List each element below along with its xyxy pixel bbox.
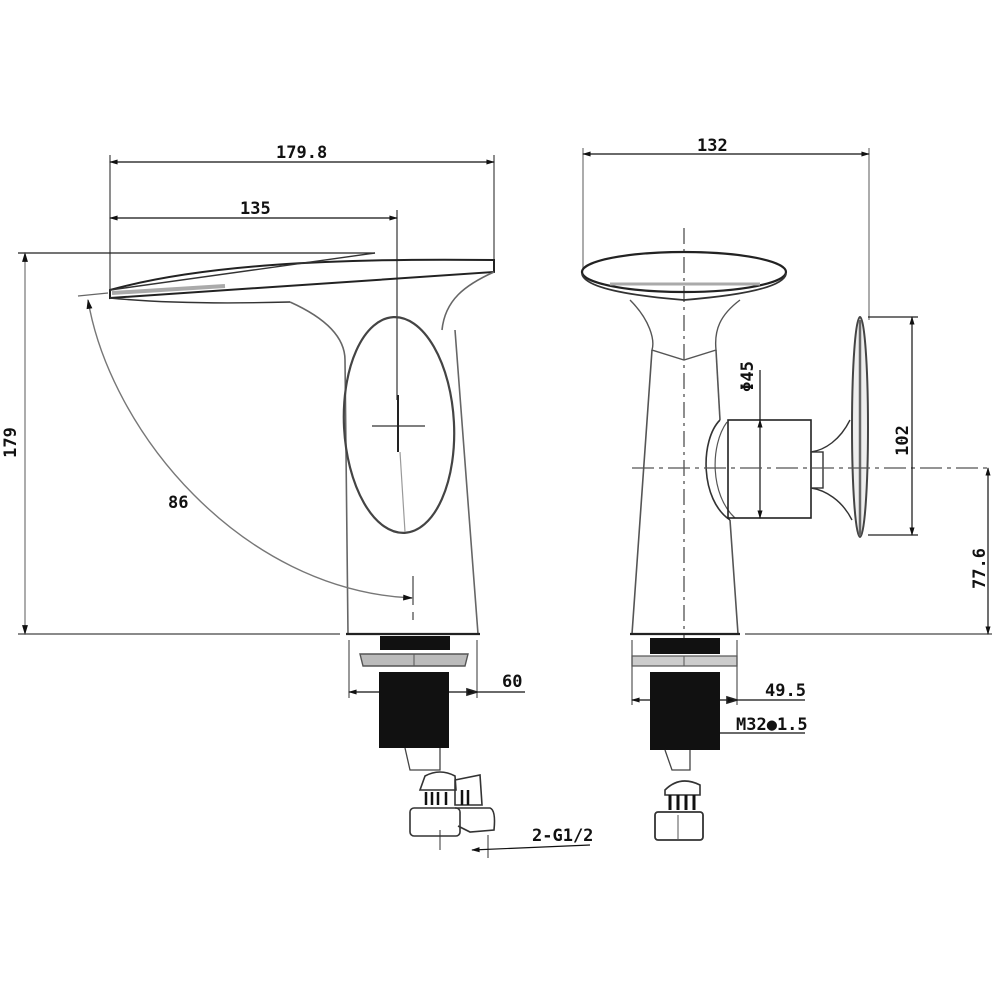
dim-spout-reach: 135 <box>240 199 271 219</box>
dim-supply-thread: 2-G1/2 <box>532 826 594 846</box>
dim-overall-width-front: 132 <box>697 136 728 156</box>
dim-handle-center-height: 77.6 <box>969 548 990 589</box>
dim-spout-arc: 86 <box>168 493 189 513</box>
dim-mount-thread: M32●1.5 <box>736 715 808 735</box>
dim-overall-height: 179 <box>0 427 21 458</box>
front-view <box>580 148 992 841</box>
dim-overall-length: 179.8 <box>276 143 328 163</box>
side-view <box>18 155 591 858</box>
dim-base-width-front: 49.5 <box>765 681 806 701</box>
dim-base-width-side: 60 <box>502 672 523 692</box>
dim-body-diameter: Φ45 <box>737 361 758 392</box>
dim-handle-height: 102 <box>892 425 913 456</box>
